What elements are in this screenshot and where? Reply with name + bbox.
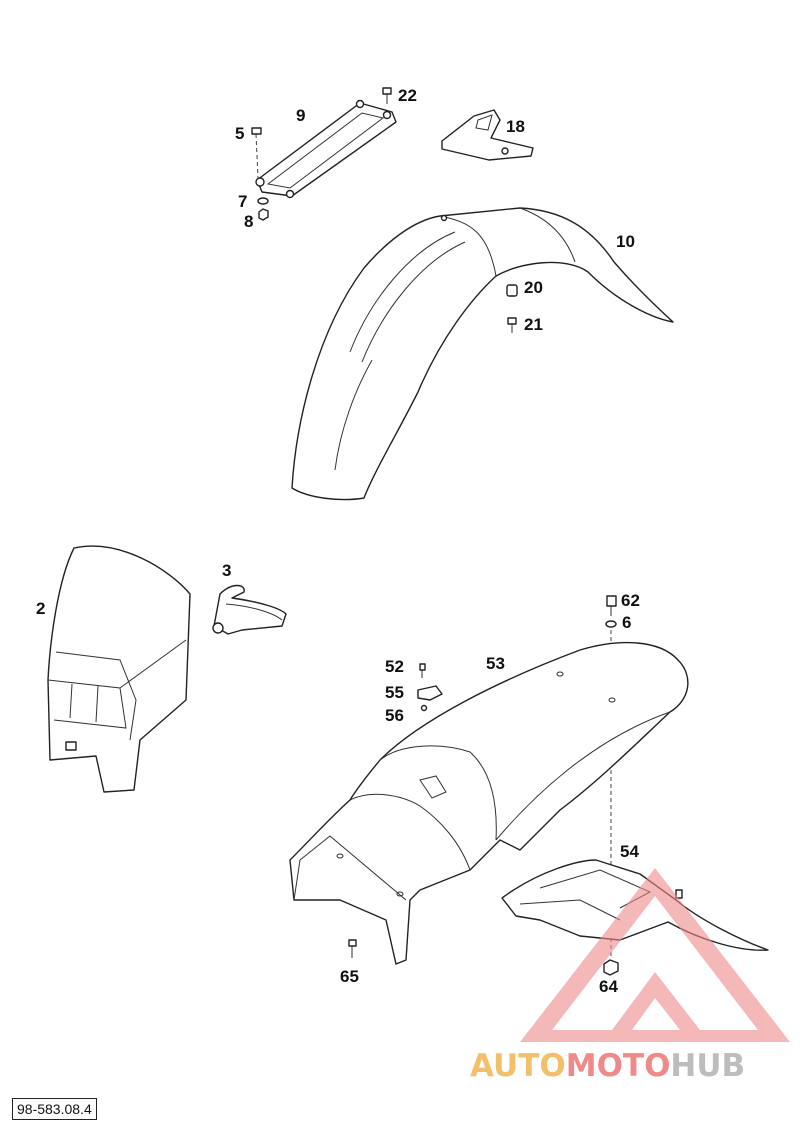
callout-9: 9 xyxy=(296,106,306,125)
part-22-bolt xyxy=(382,87,392,104)
part-65-screw xyxy=(348,939,357,958)
callout-10: 10 xyxy=(616,232,635,251)
part-3-clamp xyxy=(212,584,287,635)
part-10-front-fender xyxy=(291,207,674,501)
callout-18: 18 xyxy=(506,117,525,136)
part-21-screw xyxy=(507,317,517,333)
callout-54: 54 xyxy=(620,842,639,861)
part-2-headlight-mask xyxy=(47,545,191,793)
part-53-rear-fender xyxy=(289,641,689,965)
callout-3: 3 xyxy=(222,561,232,580)
watermark-text-moto: MOTO xyxy=(565,1048,671,1084)
watermark-wordmark: AUTOMOTOHUB xyxy=(470,1048,745,1084)
part-20-spacer xyxy=(506,284,518,297)
watermark-triangle xyxy=(520,868,790,1042)
callout-8: 8 xyxy=(244,212,254,231)
callout-2: 2 xyxy=(36,599,46,618)
part-9-bracket xyxy=(255,99,397,199)
callout-7: 7 xyxy=(238,192,248,211)
callout-52: 52 xyxy=(385,657,404,676)
part-18-bracket xyxy=(441,109,534,161)
part-7-washer xyxy=(257,197,269,205)
watermark-text-hub: HUB xyxy=(670,1048,746,1084)
callout-5: 5 xyxy=(235,124,245,143)
part-6-washer xyxy=(605,620,617,628)
watermark-triangle-logo xyxy=(520,868,790,1042)
callout-64: 64 xyxy=(599,977,618,996)
part-52-screw xyxy=(419,663,426,678)
callout-65: 65 xyxy=(340,967,359,986)
part-62-bolt xyxy=(606,595,617,616)
callout-21: 21 xyxy=(524,315,543,334)
part-55-clip xyxy=(417,685,443,701)
part-56-rivet xyxy=(420,704,428,712)
part-8-nut xyxy=(258,208,269,221)
callout-53: 53 xyxy=(486,654,505,673)
watermark-inner-chevron xyxy=(612,972,700,1030)
part-5-screw xyxy=(251,127,262,179)
part-64-nut xyxy=(603,959,619,976)
document-reference-number: 98-583.08.4 xyxy=(12,1098,97,1120)
callout-56: 56 xyxy=(385,706,404,725)
callout-22: 22 xyxy=(398,86,417,105)
callout-55: 55 xyxy=(385,683,404,702)
callout-6: 6 xyxy=(622,613,632,632)
watermark-text-auto: AUTO xyxy=(470,1048,566,1084)
callout-20: 20 xyxy=(524,278,543,297)
callout-62: 62 xyxy=(621,591,640,610)
